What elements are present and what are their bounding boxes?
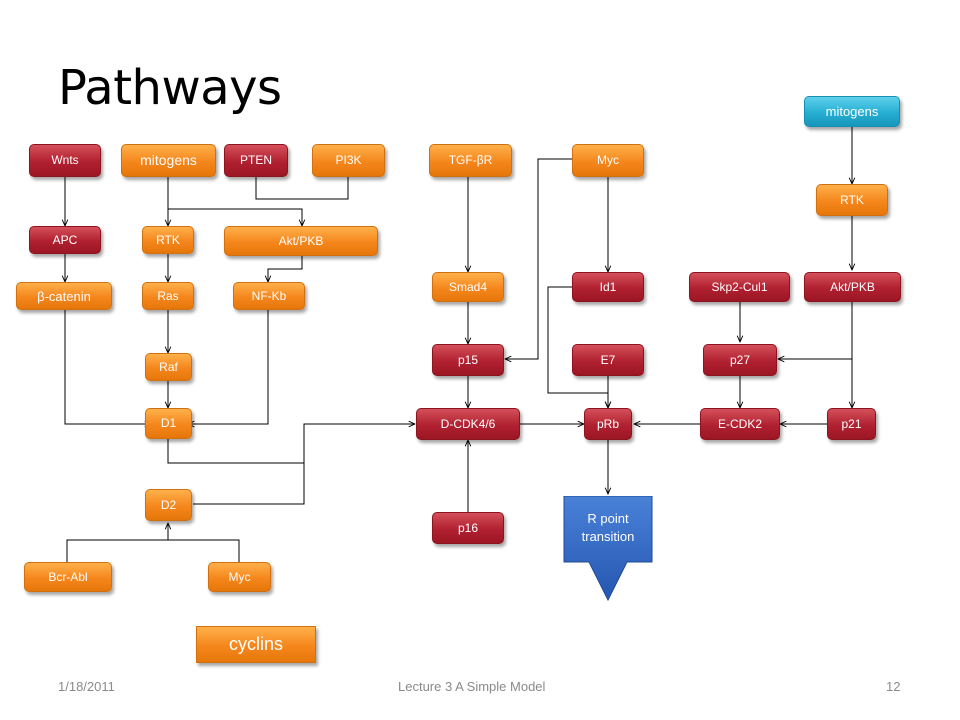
node-mitogens-left: mitogens: [121, 144, 216, 177]
edge-hub-akt: [168, 208, 302, 226]
r-point-arrow-icon: [563, 496, 653, 602]
node-p21: p21: [827, 408, 876, 440]
node-d1: D1: [145, 408, 192, 439]
node-akt-right: Akt/PKB: [804, 272, 901, 302]
node-p16: p16: [432, 512, 504, 544]
node-raf: Raf: [145, 353, 192, 381]
node-skp2-cul1: Skp2-Cul1: [689, 272, 790, 302]
edge-pi3k-hub: [302, 177, 349, 200]
slide-title: Pathways: [58, 60, 282, 116]
footer-title: Lecture 3 A Simple Model: [398, 679, 546, 694]
edge-d2-dcdk: [193, 463, 305, 505]
node-mitogens-right: mitogens: [804, 96, 900, 127]
footer-date: 1/18/2011: [58, 679, 115, 694]
node-r-point-label: R point transition: [581, 511, 635, 544]
node-dcdk46: D-CDK4/6: [416, 408, 520, 440]
edge-betacatenin-d1: [64, 310, 151, 424]
edge-bcrabl-d2: [66, 539, 240, 562]
node-e7: E7: [572, 344, 644, 376]
node-rtk-left: RTK: [142, 226, 194, 254]
node-rtk-right: RTK: [816, 184, 888, 216]
edge-nfkb-d1: [188, 310, 269, 424]
node-ecdk2: E-CDK2: [700, 408, 780, 440]
node-smad4: Smad4: [432, 272, 504, 302]
node-myc-bottom: Myc: [208, 562, 271, 592]
edge-pten-hub: [255, 177, 302, 200]
node-tgfbr: TGF-βR: [429, 144, 512, 177]
node-prb: pRb: [584, 408, 632, 440]
node-id1: Id1: [572, 272, 644, 302]
footer-page-number: 12: [886, 679, 901, 694]
node-akt-left: Akt/PKB: [224, 226, 378, 256]
edge-akt-nfkb: [268, 256, 303, 282]
node-beta-catenin: β-catenin: [16, 282, 112, 310]
edge-d1-dcdk: [167, 424, 415, 464]
legend-cyclins: cyclins: [196, 626, 316, 663]
edge-myc-p15: [505, 158, 572, 359]
edge-akt-p27: [778, 302, 853, 359]
node-nfkb: NF-Kb: [233, 282, 305, 310]
node-pi3k: PI3K: [312, 144, 385, 177]
node-apc: APC: [29, 226, 101, 254]
node-ras: Ras: [142, 282, 194, 310]
node-p27: p27: [703, 344, 777, 376]
node-p15: p15: [432, 344, 504, 376]
node-d2: D2: [145, 489, 192, 521]
node-bcr-abl: Bcr-Abl: [24, 562, 112, 592]
node-myc-top: Myc: [572, 144, 644, 177]
node-wnts: Wnts: [29, 144, 101, 177]
node-pten: PTEN: [224, 144, 288, 177]
